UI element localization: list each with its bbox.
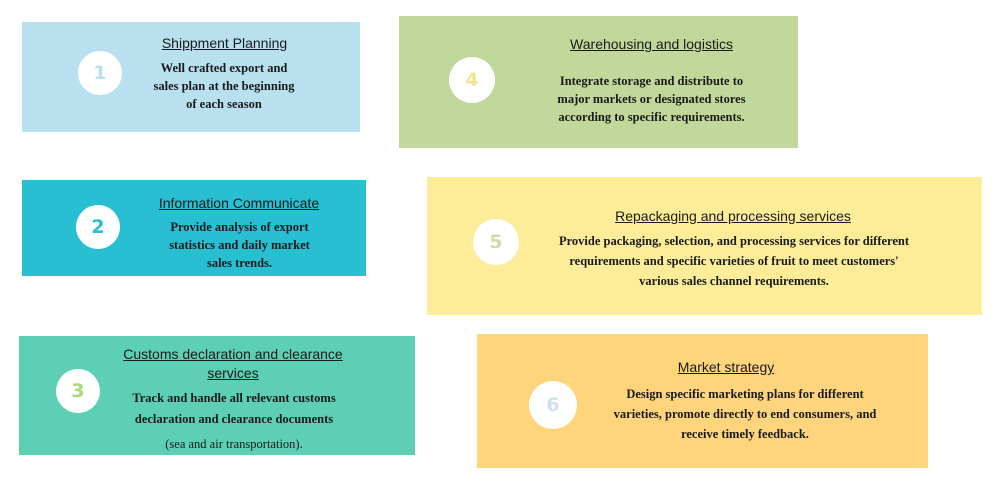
step-card-1: 1 Shippment Planning Well crafted export… <box>22 22 360 132</box>
step-title: Customs declaration and clearance servic… <box>114 345 352 383</box>
step-number: 3 <box>71 380 85 402</box>
description-line: sales trends. <box>206 256 273 270</box>
step-title: Repackaging and processing services <box>615 208 851 224</box>
step-title: Warehousing and logistics <box>570 36 733 52</box>
step-number: 2 <box>91 216 105 238</box>
step-number: 5 <box>489 231 503 253</box>
description-line: major markets or designated stores <box>557 92 746 106</box>
description-line: Design specific marketing plans for diff… <box>626 387 864 401</box>
step-number: 1 <box>93 62 107 84</box>
step-card-4: 4 Warehousing and logistics Integrate st… <box>399 16 798 148</box>
description-line: of each season <box>186 97 262 111</box>
step-number: 6 <box>546 394 560 416</box>
step-description: Design specific marketing plans for diff… <box>595 384 895 444</box>
step-card-6: 6 Market strategy Design specific market… <box>477 334 928 468</box>
step-number-badge: 4 <box>449 57 495 103</box>
step-title: Shippment Planning <box>161 35 288 51</box>
description-line: requirements and specific varieties of f… <box>569 254 899 268</box>
description-line: according to specific requirements. <box>558 110 745 124</box>
description-line: Integrate storage and distribute to <box>559 74 744 88</box>
description-line: various sales channel requirements. <box>639 274 829 288</box>
step-description: Provide packaging, selection, and proces… <box>545 231 923 291</box>
step-description: Integrate storage and distribute to majo… <box>539 72 764 126</box>
step-card-5: 5 Repackaging and processing services Pr… <box>427 177 982 315</box>
description-line: Provide packaging, selection, and proces… <box>558 234 910 248</box>
title-line: Customs declaration and clearance <box>123 346 343 362</box>
description-line: statistics and daily market <box>169 238 310 252</box>
step-number: 4 <box>465 69 479 91</box>
description-line: receive timely feedback. <box>681 427 809 441</box>
step-title: Information Communicate <box>158 195 320 211</box>
description-line: Track and handle all relevant customs <box>132 391 336 405</box>
step-number-badge: 5 <box>473 219 519 265</box>
description-line: Well crafted export and <box>160 61 288 75</box>
description-line: sales plan at the beginning <box>153 79 295 93</box>
step-number-badge: 6 <box>529 381 577 429</box>
step-description: Well crafted export and sales plan at th… <box>134 59 314 113</box>
description-line: varieties, promote directly to end consu… <box>613 407 877 421</box>
step-number-badge: 1 <box>78 51 122 95</box>
step-number-badge: 2 <box>76 205 120 249</box>
step-description: Track and handle all relevant customs de… <box>119 388 349 455</box>
step-card-3: 3 Customs declaration and clearance serv… <box>19 336 415 455</box>
step-title: Market strategy <box>677 359 775 375</box>
title-line: services <box>207 365 259 381</box>
description-line: declaration and clearance documents <box>134 412 334 426</box>
step-description: Provide analysis of export statistics an… <box>147 218 332 272</box>
description-line: Provide analysis of export <box>170 220 309 234</box>
step-number-badge: 3 <box>56 369 100 413</box>
step-card-2: 2 Information Communicate Provide analys… <box>22 180 366 276</box>
description-line: (sea and air transportation). <box>165 437 303 451</box>
